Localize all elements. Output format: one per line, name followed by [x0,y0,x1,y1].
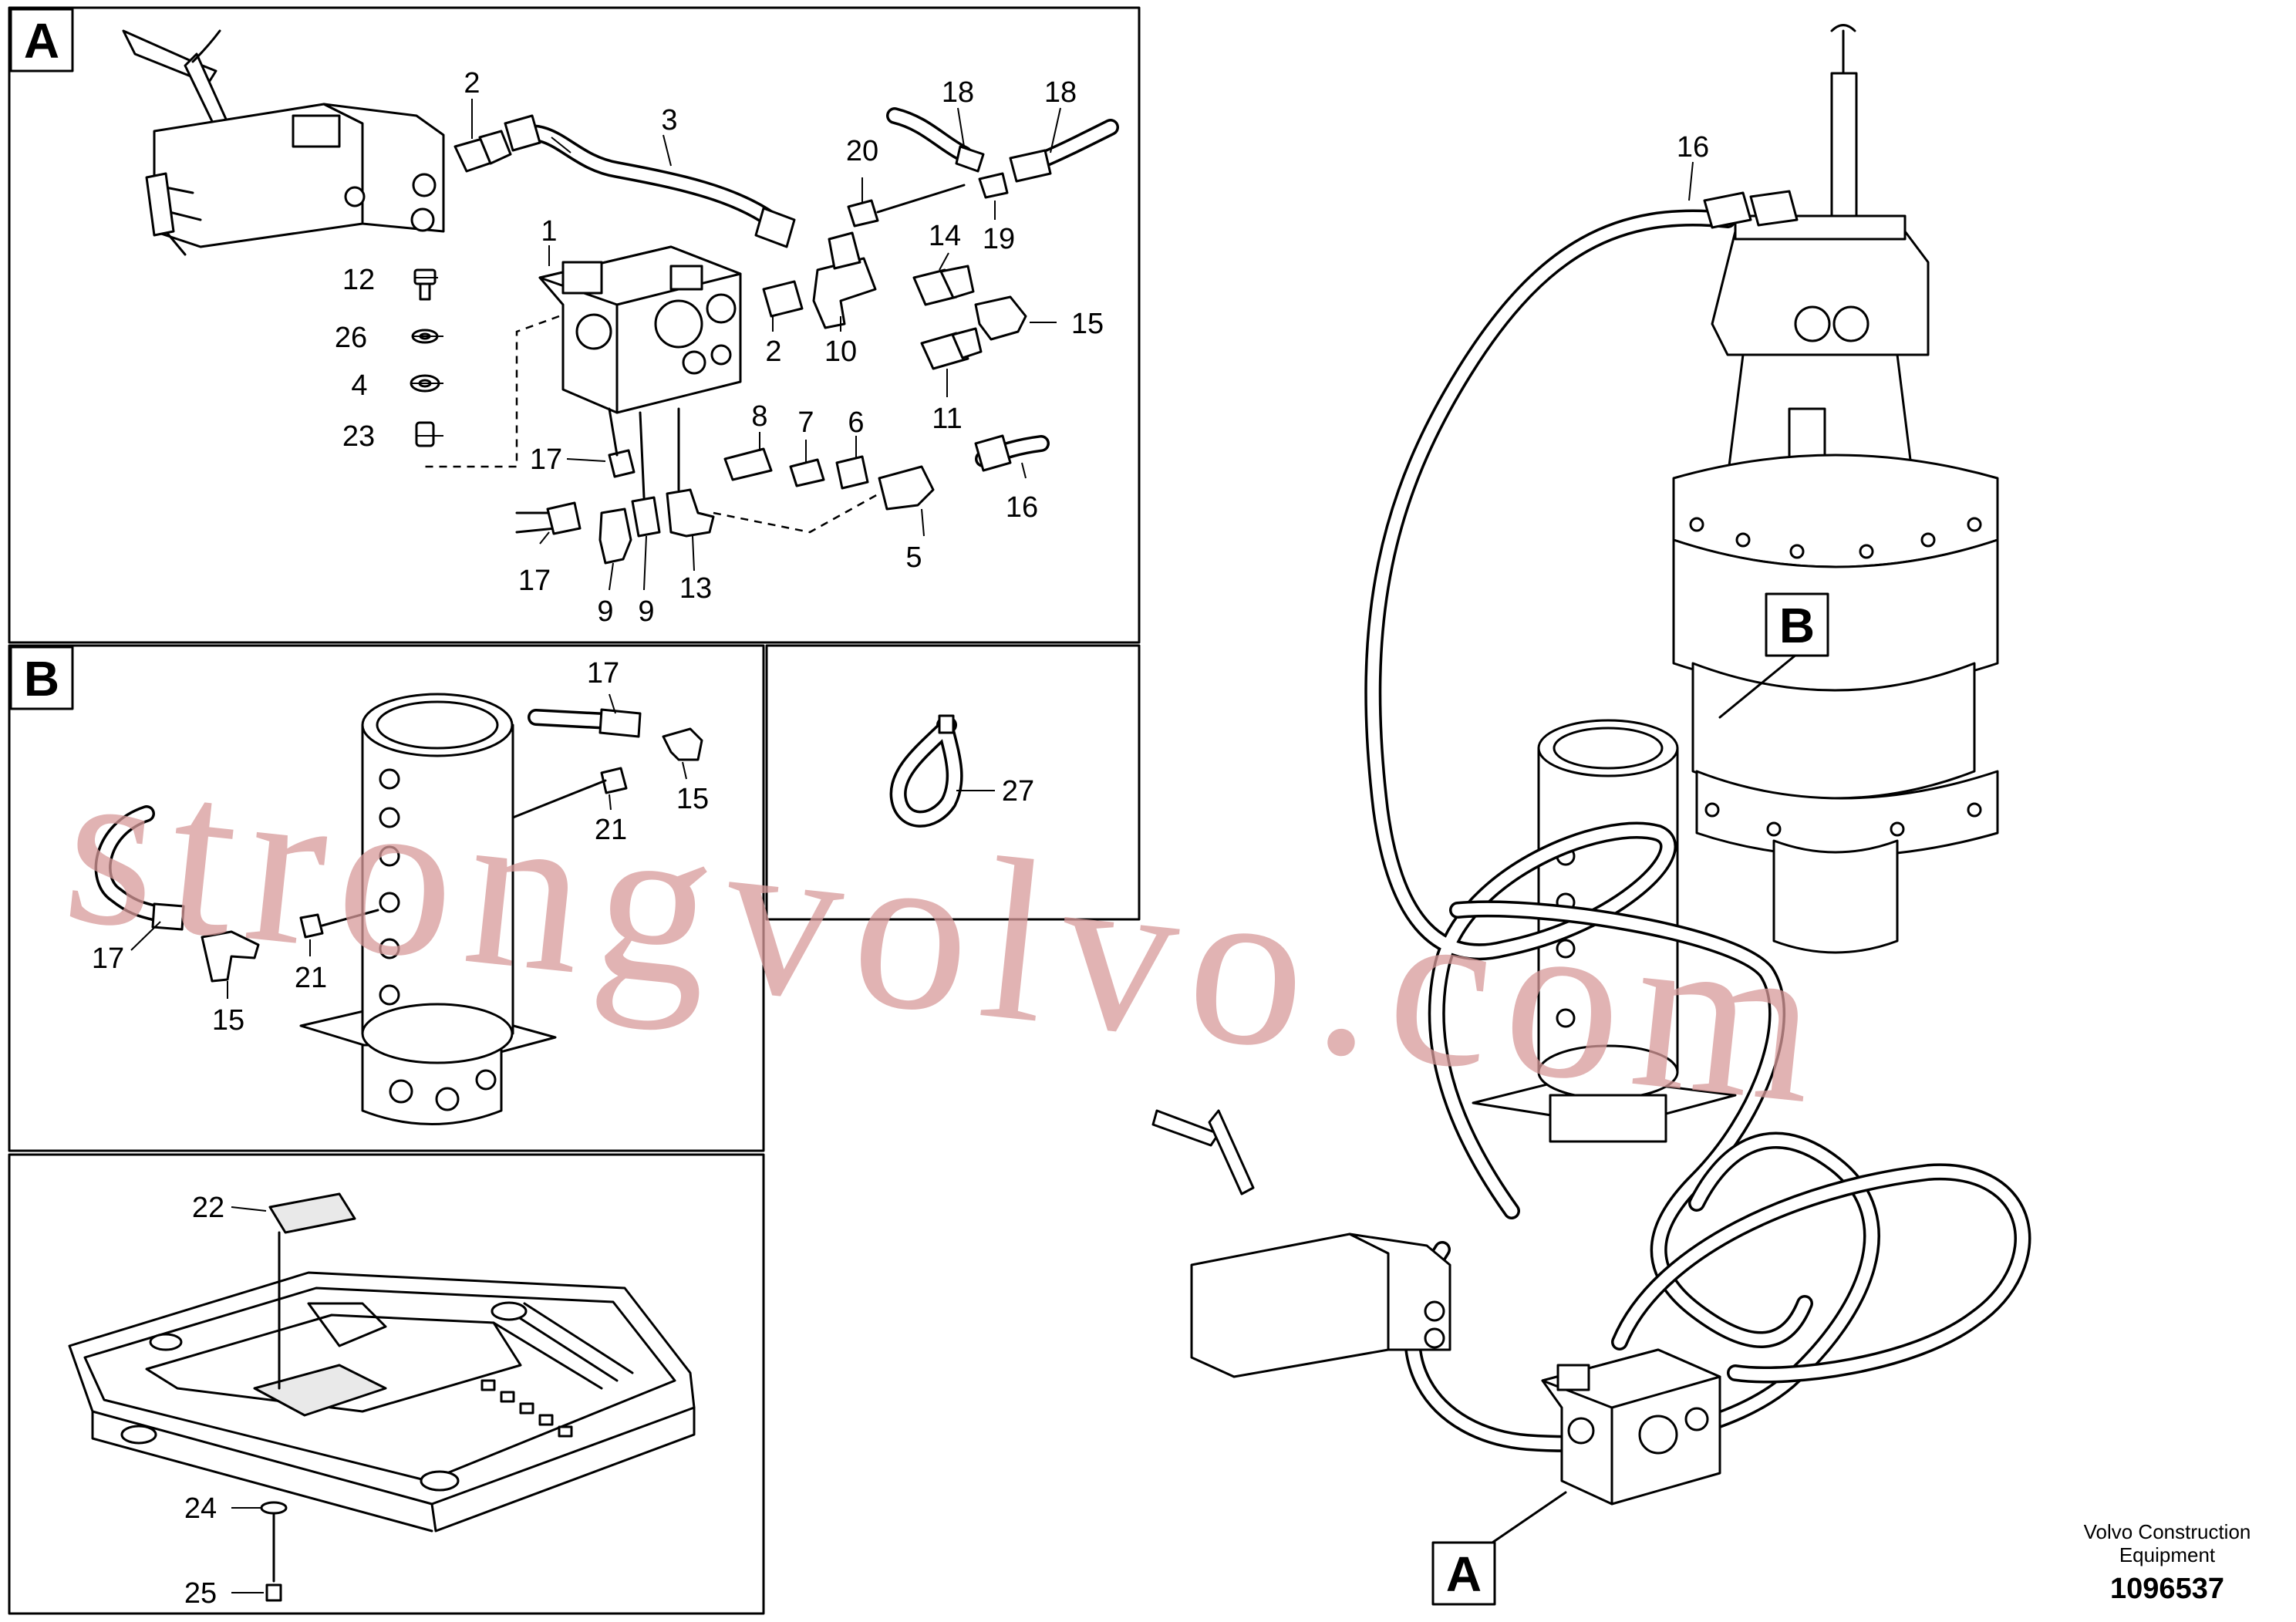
fitting-14 [912,265,975,306]
bolt-12 [413,268,437,301]
label-15-b-top: 15 [676,783,709,815]
label-12: 12 [342,264,375,296]
label-16-a: 16 [1006,491,1038,524]
adapter-21-b-top [511,767,628,819]
label-25: 25 [184,1577,217,1610]
label-2-upper: 2 [464,67,480,99]
label-23: 23 [342,420,375,453]
label-16-main: 16 [1677,131,1709,164]
label-10: 10 [824,336,857,368]
label-9-left: 9 [597,595,613,628]
label-19: 19 [983,223,1015,255]
label-15-a: 15 [1071,308,1104,340]
elbow-13 [666,488,715,538]
label-21-b-left: 21 [295,962,327,994]
label-17-lower: 17 [518,565,551,597]
hose-16-end [974,434,1050,472]
drawing-number: 1096537 [2110,1573,2224,1605]
label-17-b-left: 17 [92,943,124,975]
label-9-right: 9 [638,595,654,628]
adapter-20 [847,184,966,228]
svg-text:B: B [1779,598,1815,653]
hose-18-left [886,107,985,173]
svg-text:B: B [24,651,59,706]
screw-25 [231,1583,282,1602]
fitting-2-lower [762,280,804,318]
label-20: 20 [846,135,878,167]
spacer-23 [415,421,435,447]
panel-b-tag: B [9,646,74,710]
label-26: 26 [335,322,367,354]
fitting-11 [920,327,983,370]
label-18-right: 18 [1044,76,1077,109]
label-8: 8 [751,400,767,433]
leader-16-main [1688,161,1694,201]
hose-18-right [1009,119,1119,183]
fitting-17-upper [608,449,636,478]
fitting-5 [878,465,935,511]
fitting-9-right [631,496,661,538]
fitting-7 [789,458,825,487]
label-5: 5 [905,541,922,574]
main-pilot-valve [1151,1109,1451,1378]
elbow-15-b-left [201,930,260,983]
hose-loops [1364,190,2031,1452]
tee-fitting-10 [812,231,877,329]
label-3: 3 [661,104,677,137]
callout-b: B [1718,592,1829,719]
label-11: 11 [932,403,962,435]
label-2-lower: 2 [765,336,781,368]
label-15-b-left: 15 [212,1004,244,1037]
main-control-valve [1541,1348,1721,1506]
swivel-joint-main [1472,719,1737,1143]
label-24: 24 [184,1492,217,1525]
elbow-15 [974,295,1027,341]
panel-a-frame [8,6,1141,644]
hose-17-lower [515,501,582,535]
cable-tie-27 [889,714,995,828]
company-line-2: Equipment [2119,1543,2216,1566]
label-17-b-top: 17 [587,657,619,690]
label-7: 7 [797,406,814,439]
label-17-upper: 17 [530,443,562,476]
label-21-b-top: 21 [595,814,627,846]
decal-22 [231,1192,356,1390]
fitting-8 [723,447,773,481]
label-4: 4 [351,369,367,402]
swivel-joint [299,693,557,1125]
elbow-15-b-top [662,727,703,761]
leader-lines-a [411,99,1061,591]
fitting-2-upper [453,130,512,173]
svg-text:A: A [24,13,59,69]
callout-a: A [1431,1491,1567,1606]
elbow-9-left [598,508,632,565]
washer-24 [231,1501,288,1583]
panel-b-frame [8,644,765,1152]
label-27: 27 [1002,775,1034,808]
panel-a-tag: A [9,8,74,73]
cab-floor-plate [68,1271,696,1533]
label-18-left: 18 [942,76,974,109]
label-13: 13 [679,572,712,605]
adapter-21-b-left [299,909,379,939]
label-6: 6 [848,406,864,439]
hose-17-b-left [94,805,185,931]
panel-plate-frame [8,1153,765,1615]
hose-3 [504,114,796,248]
control-valve-1 [538,245,742,414]
nut-6 [835,455,869,490]
adapter-19 [978,172,1009,199]
company-line-1: Volvo Construction [2084,1520,2251,1543]
hose-17-b-top [528,708,642,738]
label-1: 1 [541,215,557,248]
panel-tie-frame [765,644,1141,921]
svg-text:A: A [1446,1546,1482,1602]
pilot-valve-assembly [122,29,445,256]
label-22: 22 [192,1192,224,1224]
leader-lines-b [130,693,687,999]
swing-motor [1672,24,1999,954]
label-14: 14 [929,220,961,252]
